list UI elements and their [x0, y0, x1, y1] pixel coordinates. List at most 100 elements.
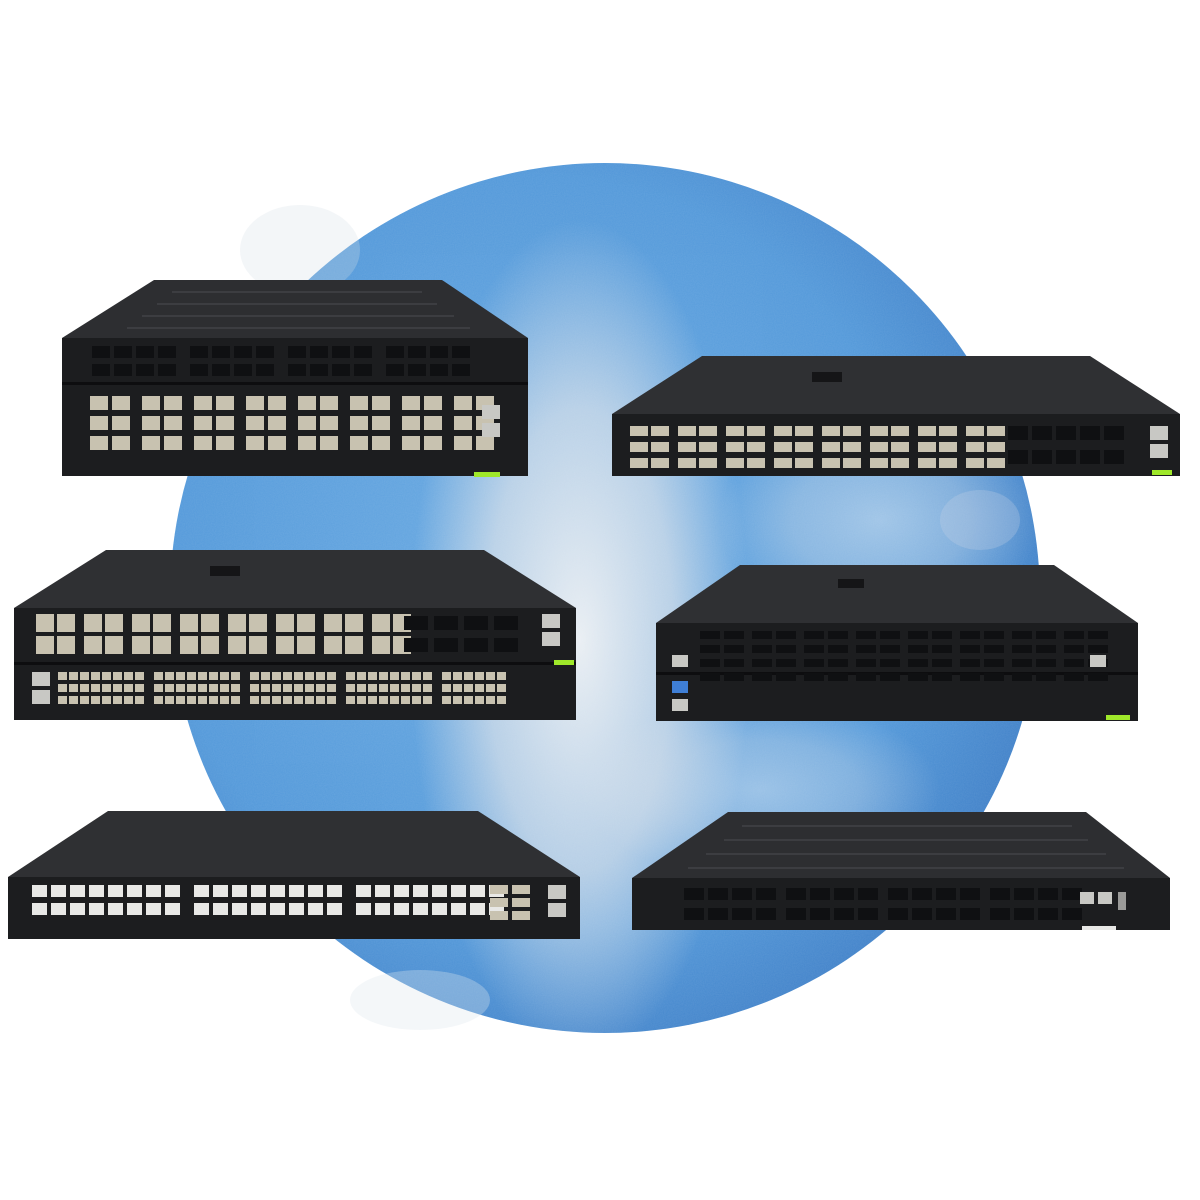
sfp-port — [58, 696, 67, 704]
qsfp-port — [700, 673, 720, 681]
sfp-port — [194, 396, 212, 410]
rj45-port — [308, 903, 323, 915]
qsfp-port — [936, 888, 956, 900]
sfp-port — [350, 416, 368, 430]
sfp-port — [678, 426, 696, 436]
management-port — [672, 699, 688, 711]
sfp-port — [198, 696, 207, 704]
qsfp-port — [786, 908, 806, 920]
sfp-port — [316, 684, 325, 692]
sfp-port — [164, 436, 182, 450]
qsfp-port — [1012, 645, 1032, 653]
qsfp-port — [1012, 631, 1032, 639]
sfp-port — [795, 458, 813, 468]
sfp-port — [153, 636, 171, 654]
qsfp-port — [856, 673, 876, 681]
sfp-port — [142, 416, 160, 430]
sfp-port — [298, 396, 316, 410]
sfp-port — [250, 696, 259, 704]
sfp-port — [69, 696, 78, 704]
qsfp-port-row — [684, 888, 1082, 920]
qsfp-port — [1064, 631, 1084, 639]
qsfp-port — [776, 645, 796, 653]
status-led — [1082, 926, 1116, 930]
rj45-port — [194, 885, 209, 897]
chassis-top — [8, 811, 580, 877]
sfp-port — [379, 696, 388, 704]
sfp-port — [475, 684, 484, 692]
sfp-port — [345, 636, 363, 654]
sfp-port — [822, 458, 840, 468]
chassis-top — [632, 812, 1170, 878]
sfp-port — [187, 696, 196, 704]
sfp-port — [372, 436, 390, 450]
sfp-port — [142, 436, 160, 450]
qsfp-port — [888, 888, 908, 900]
qsfp-port — [332, 346, 350, 358]
rj45-port — [432, 885, 447, 897]
switch-top-left — [62, 280, 528, 480]
sfp-port — [250, 672, 259, 680]
sfp-port — [90, 396, 108, 410]
management-port — [1090, 655, 1106, 667]
sfp-port — [216, 416, 234, 430]
sfp-port — [164, 416, 182, 430]
qsfp-port — [804, 659, 824, 667]
sfp-port — [442, 696, 451, 704]
sfp-port — [372, 416, 390, 430]
sfp-port — [113, 684, 122, 692]
qsfp-port — [756, 908, 776, 920]
qsfp-port — [404, 616, 428, 630]
usb-port — [672, 681, 688, 693]
qsfp-port-block — [404, 616, 518, 652]
sfp-port — [91, 696, 100, 704]
sfp-port — [987, 426, 1005, 436]
management-port — [542, 614, 560, 628]
sfp-port — [939, 442, 957, 452]
sfp-port — [112, 396, 130, 410]
qsfp-port — [880, 673, 900, 681]
sfp-port — [187, 672, 196, 680]
rj45-port — [470, 885, 485, 897]
qsfp-port — [804, 645, 824, 653]
sfp-port — [201, 636, 219, 654]
qsfp-port — [828, 631, 848, 639]
qsfp-port — [724, 659, 744, 667]
sfp-port — [198, 672, 207, 680]
sfp-port — [132, 636, 150, 654]
sfp-port — [379, 672, 388, 680]
sfp-port — [320, 396, 338, 410]
rj45-port — [146, 903, 161, 915]
sfp-port — [69, 684, 78, 692]
sfp-port — [512, 911, 530, 920]
sfp-port — [268, 436, 286, 450]
sfp-port — [774, 426, 792, 436]
rj45-port — [289, 903, 304, 915]
qsfp-port — [234, 346, 252, 358]
qsfp-port — [960, 659, 980, 667]
sfp-port — [630, 426, 648, 436]
qsfp-port — [408, 346, 426, 358]
qsfp-port — [752, 673, 772, 681]
sfp-port — [231, 684, 240, 692]
qsfp-port — [1104, 450, 1124, 464]
sfp-port — [91, 684, 100, 692]
qsfp-port — [310, 346, 328, 358]
qsfp-port — [430, 364, 448, 376]
sfp-port — [327, 684, 336, 692]
sfp-port — [423, 696, 432, 704]
sfp-port — [272, 672, 281, 680]
management-port — [548, 885, 566, 899]
qsfp-port — [828, 673, 848, 681]
sfp-port — [747, 426, 765, 436]
sfp-port — [154, 672, 163, 680]
qsfp-port — [828, 645, 848, 653]
sfp-port — [180, 614, 198, 632]
qsfp-port — [452, 364, 470, 376]
sfp-port — [124, 672, 133, 680]
qsfp-port — [1014, 908, 1034, 920]
sfp-port — [294, 684, 303, 692]
rj45-port — [251, 885, 266, 897]
qsfp-port — [776, 631, 796, 639]
status-led — [474, 472, 500, 477]
